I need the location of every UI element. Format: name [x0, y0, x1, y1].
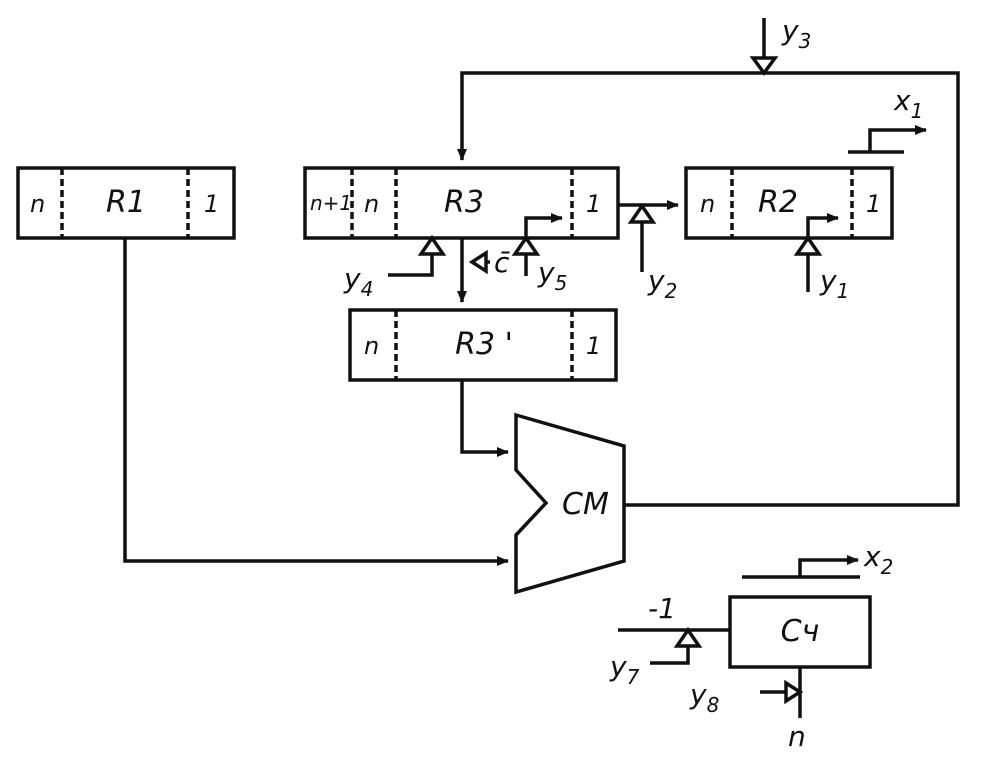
- y1-label: y1: [819, 264, 849, 303]
- x2-label: x2: [863, 540, 893, 579]
- y3-triangle: [749, 56, 779, 76]
- counter-init-label: n: [788, 720, 806, 753]
- r2-lsb-label: 1: [866, 190, 881, 218]
- y5-triangle: [511, 234, 541, 256]
- y7-line: [650, 646, 690, 665]
- counter-box: [728, 595, 872, 669]
- r2-name: R2: [758, 185, 798, 220]
- x2-arrow: [798, 555, 859, 577]
- r1-lsb-label: 1: [204, 190, 219, 218]
- r3p-msb-label: n: [364, 332, 379, 360]
- wire-r3p-to-adder: [460, 380, 509, 457]
- r2-shift-arrow: [806, 213, 839, 238]
- y5-label: y5: [537, 256, 567, 295]
- y8-label: y8: [689, 678, 719, 717]
- register-r1: [16, 166, 236, 240]
- r3p-lsb-label: 1: [586, 332, 601, 360]
- c-bar-label: c̄: [494, 246, 511, 279]
- register-r3-prime: [348, 308, 618, 382]
- y2-triangle: [627, 202, 657, 224]
- register-r2: [684, 166, 894, 240]
- y2-label: y2: [647, 264, 677, 303]
- register-r3: [303, 166, 620, 240]
- wire-r1-to-adder: [123, 238, 509, 566]
- y4-triangle: [417, 234, 447, 256]
- r3-lsb-label: 1: [586, 190, 601, 218]
- r1-msb-label: n: [30, 190, 45, 218]
- y7-triangle: [673, 626, 703, 648]
- y8-triangle: [784, 679, 804, 705]
- adder-label: CM: [562, 487, 609, 522]
- y4-line: [388, 254, 434, 277]
- y4-label: y4: [343, 262, 373, 301]
- counter-label: Cч: [781, 614, 820, 649]
- r3-name: R3: [444, 185, 484, 220]
- x1-label: x1: [893, 84, 923, 123]
- x1-arrow: [868, 125, 927, 152]
- r1-name: R1: [106, 185, 146, 220]
- wire-adder-feedback: [457, 71, 960, 507]
- r3-msb-label: n: [364, 190, 379, 218]
- r3p-name: R3 ': [455, 327, 513, 362]
- r3-ext-label: n+1: [310, 191, 352, 215]
- y1-triangle: [793, 234, 823, 256]
- y3-label: y3: [781, 14, 811, 53]
- counter-decrement-label: -1: [648, 592, 676, 625]
- r2-msb-label: n: [700, 190, 715, 218]
- r3-shift-arrow: [524, 213, 563, 238]
- c-bar-triangle: [468, 249, 488, 275]
- adder-cm: [514, 412, 626, 595]
- y7-label: y7: [609, 650, 640, 689]
